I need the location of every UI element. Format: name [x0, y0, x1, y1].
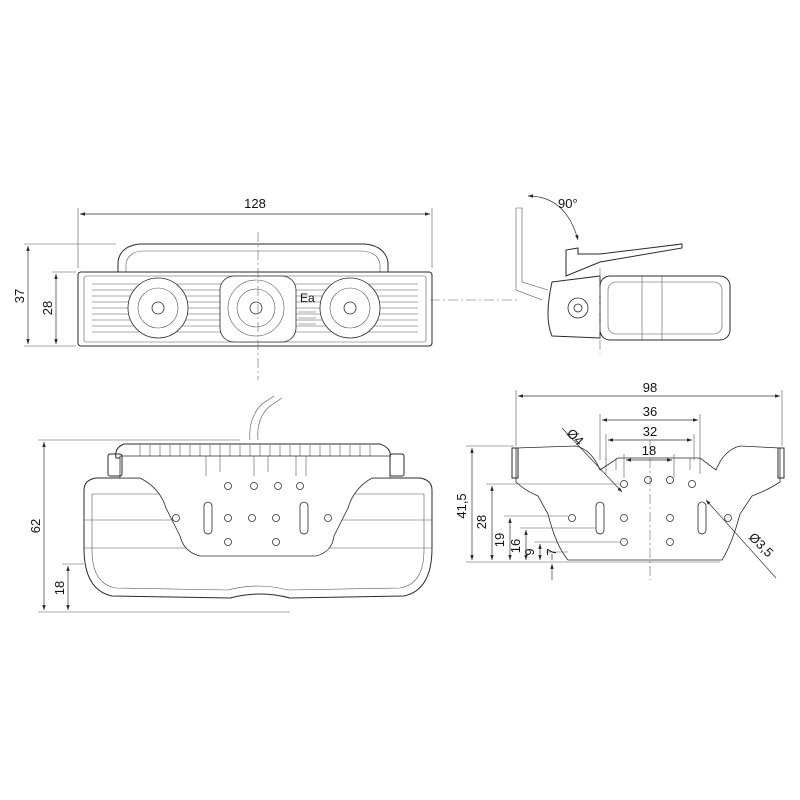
approval-badge: Ea	[300, 291, 315, 305]
side-view: 90°	[515, 194, 731, 354]
dim-d3-5: Ø3,5	[746, 530, 777, 561]
bottom-lens-ribs	[139, 445, 371, 457]
dim-98: 98	[643, 380, 657, 395]
dim-9: 9	[522, 548, 537, 555]
dim-62: 62	[28, 519, 43, 533]
dim-7: 7	[544, 548, 559, 555]
dim-32: 32	[643, 424, 657, 439]
front-width-dimension: 128	[77, 196, 433, 268]
dim-18: 18	[52, 581, 67, 595]
bottom-plate-holes	[172, 482, 332, 546]
dim-28-bracket: 28	[474, 515, 489, 529]
dim-37: 37	[12, 289, 27, 303]
dim-41-5: 41,5	[454, 493, 469, 518]
led-right	[319, 277, 381, 339]
dim-16: 16	[508, 539, 523, 553]
dim-128: 128	[244, 196, 266, 211]
angle-90: 90°	[558, 196, 578, 211]
dim-36: 36	[643, 404, 657, 419]
bottom-view	[83, 395, 433, 599]
bracket-detail	[511, 440, 785, 580]
front-view: Ea	[77, 232, 520, 380]
dim-28-front: 28	[40, 301, 55, 315]
bracket-holes	[568, 476, 732, 546]
bracket-height-dimensions: 41,5 28 19 16 9 7	[454, 445, 720, 580]
dim-18-bracket: 18	[642, 443, 656, 458]
dim-d4: Ø4	[564, 426, 587, 449]
bottom-height-dimensions: 62 18	[28, 439, 290, 613]
dim-19: 19	[492, 533, 507, 547]
bracket-width-dimensions: 98 36 32 18	[515, 380, 783, 478]
led-left	[127, 277, 189, 339]
front-height-dimensions: 37 28	[12, 243, 116, 347]
